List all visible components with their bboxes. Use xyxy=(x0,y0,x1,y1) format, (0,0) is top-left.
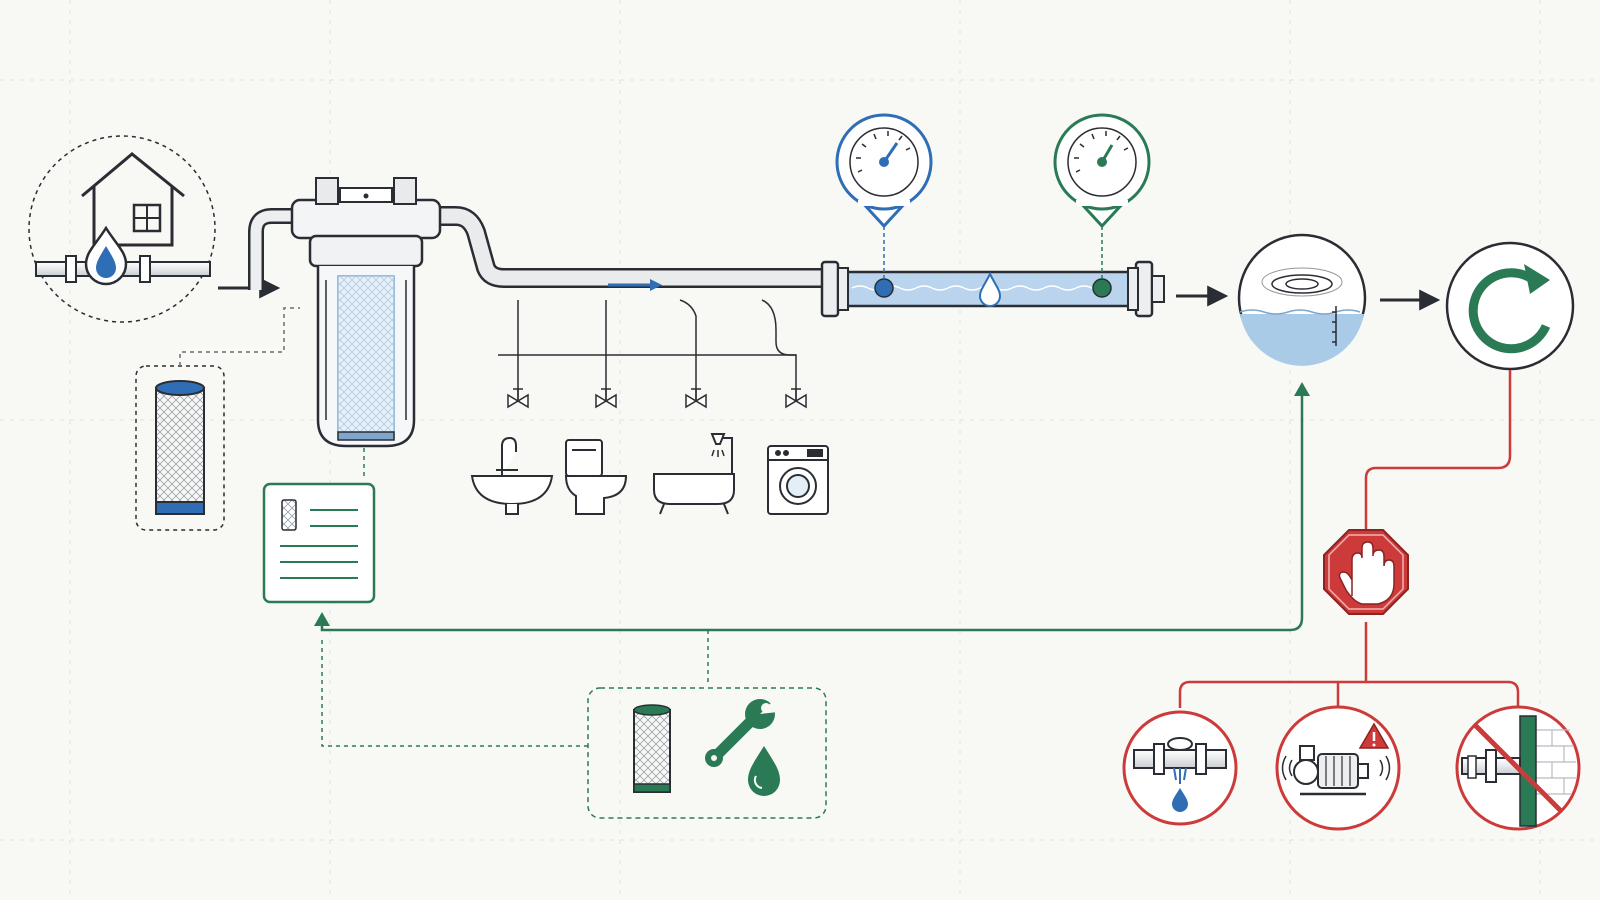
house-water-source-icon xyxy=(28,135,216,323)
toilet-icon xyxy=(564,439,628,515)
distribution-manifold-icon xyxy=(498,299,797,400)
fault-branch-lines xyxy=(1178,370,1520,708)
cycle-restart-icon xyxy=(1445,241,1575,371)
replacement-cartridge-icon xyxy=(633,704,671,793)
blocked-pipe-wall-icon xyxy=(1455,705,1581,831)
maintenance-kit-box xyxy=(587,687,827,819)
filter-spec-sheet-icon xyxy=(262,482,376,604)
spare-cartridge-icon xyxy=(135,365,225,531)
leaking-pipe-icon xyxy=(1122,710,1238,826)
wrench-icon xyxy=(705,699,778,767)
maintenance-feedback-loop xyxy=(314,382,1310,632)
pressure-gauge-icon xyxy=(1053,113,1151,280)
flow-direction-arrow xyxy=(608,279,662,291)
storage-tank-icon xyxy=(1237,233,1367,366)
valve-icon xyxy=(685,388,707,409)
bathroom-sink-icon xyxy=(470,436,554,515)
valve-row xyxy=(507,388,807,409)
bathtub-shower-icon xyxy=(653,433,735,515)
pressure-sensor-section xyxy=(820,260,1165,318)
valve-icon xyxy=(785,388,807,409)
valve-icon xyxy=(507,388,529,409)
sediment-filter-housing-icon xyxy=(248,177,830,448)
water-drop-icon xyxy=(748,746,780,796)
washing-machine-icon xyxy=(767,445,829,515)
cartridge-link-dashed xyxy=(179,307,300,366)
pressure-gauge-icon xyxy=(835,113,933,280)
maintenance-kit-link xyxy=(321,636,588,747)
stop-hand-icon xyxy=(1323,529,1409,615)
overheating-pump-icon xyxy=(1275,705,1401,831)
valve-icon xyxy=(595,388,617,409)
